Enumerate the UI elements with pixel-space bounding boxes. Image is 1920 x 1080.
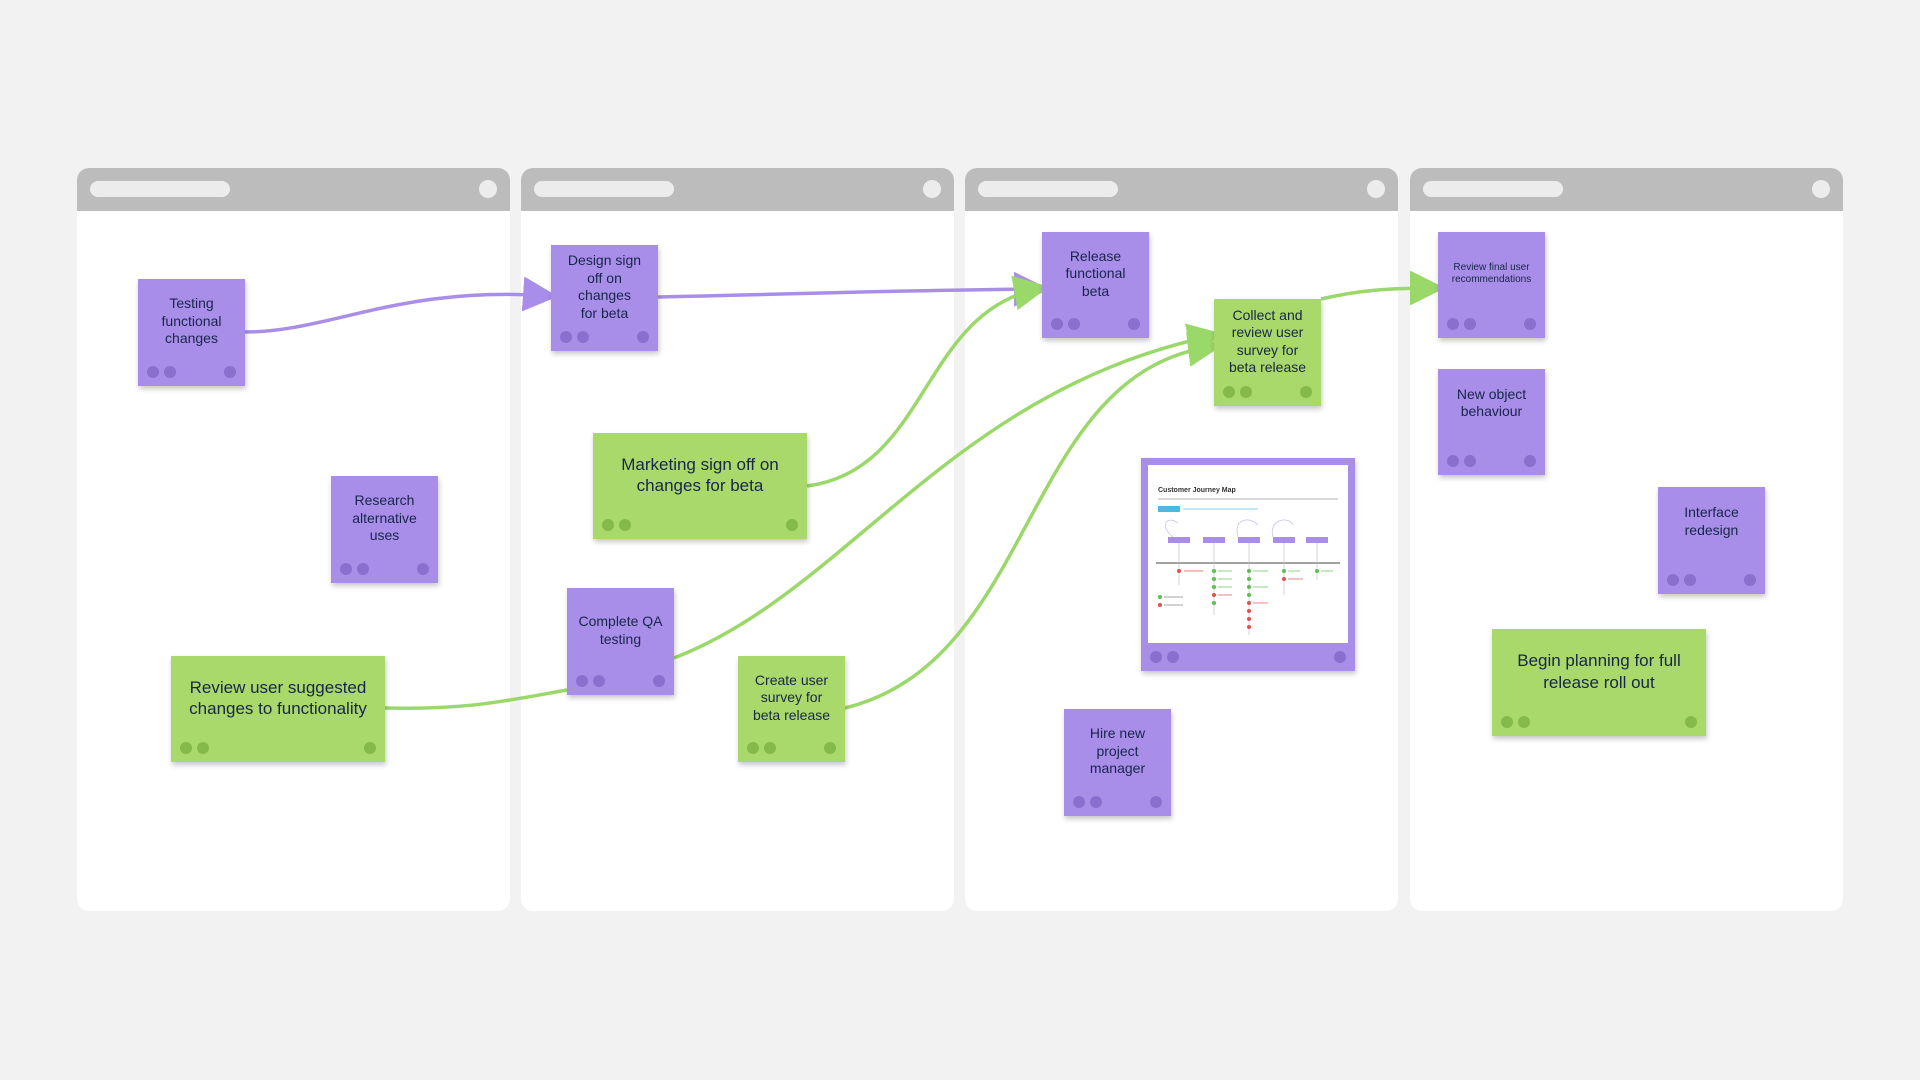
embedded-board-card-customer-journey-map[interactable]: Customer Journey Map	[1141, 458, 1355, 671]
note-avatar-icon	[764, 742, 776, 754]
note-avatar-icon	[576, 675, 588, 687]
note-menu-icon[interactable]	[824, 742, 836, 754]
note-avatar-icon	[747, 742, 759, 754]
note-text: Design sign off on changes for beta	[567, 252, 642, 321]
note-menu-icon[interactable]	[1150, 796, 1162, 808]
note-avatar-icon	[1068, 318, 1080, 330]
sticky-note-interface-redesign[interactable]: Interface redesign	[1658, 487, 1765, 594]
note-text: Release functional beta	[1065, 247, 1126, 299]
note-text: New object behaviour	[1456, 385, 1527, 420]
note-avatar-icon	[560, 331, 572, 343]
sticky-note-design-sign-off[interactable]: Design sign off on changes for beta	[551, 245, 658, 351]
note-text: Interface redesign	[1684, 504, 1739, 538]
note-text: Marketing sign off on changes for beta	[621, 454, 779, 495]
note-text: Research alternative uses	[352, 492, 417, 544]
note-avatar-icon	[619, 519, 631, 531]
note-menu-icon[interactable]	[653, 675, 665, 687]
note-avatar-icon	[602, 519, 614, 531]
column-title-placeholder[interactable]	[1423, 181, 1563, 197]
note-text: Create user survey for beta release	[752, 671, 831, 723]
sticky-note-new-object-behaviour[interactable]: New object behaviour	[1438, 369, 1545, 475]
note-avatar-icon	[1667, 574, 1679, 586]
note-avatar-icon	[593, 675, 605, 687]
note-menu-icon[interactable]	[364, 742, 376, 754]
note-avatar-icon	[357, 563, 369, 575]
note-avatar-icon	[340, 563, 352, 575]
note-text: Testing functional changes	[161, 295, 222, 347]
note-menu-icon[interactable]	[1524, 455, 1536, 467]
note-avatar-icon	[1150, 651, 1162, 663]
sticky-note-collect-review-survey[interactable]: Collect and review user survey for beta …	[1214, 299, 1321, 406]
sticky-note-create-user-survey[interactable]: Create user survey for beta release	[738, 656, 845, 762]
sticky-note-complete-qa-testing[interactable]: Complete QA testing	[567, 588, 674, 695]
note-menu-icon[interactable]	[1300, 386, 1312, 398]
note-avatar-icon	[147, 366, 159, 378]
note-avatar-icon	[1518, 716, 1530, 728]
sticky-note-release-functional-beta[interactable]: Release functional beta	[1042, 232, 1149, 338]
note-menu-icon[interactable]	[786, 519, 798, 531]
note-avatar-icon	[1501, 716, 1513, 728]
sticky-note-research-alternative-uses[interactable]: Research alternative uses	[331, 476, 438, 583]
note-text: Begin planning for full release roll out	[1517, 651, 1681, 692]
note-menu-icon[interactable]	[1744, 574, 1756, 586]
note-menu-icon[interactable]	[1128, 318, 1140, 330]
column-title-placeholder[interactable]	[90, 181, 230, 197]
note-avatar-icon	[1240, 386, 1252, 398]
column-menu-icon[interactable]	[479, 180, 497, 198]
journey-map-preview-graphic	[1156, 498, 1340, 635]
board-preview-thumbnail[interactable]: Customer Journey Map	[1148, 465, 1348, 643]
note-avatar-icon	[1223, 386, 1235, 398]
column-menu-icon[interactable]	[1367, 180, 1385, 198]
column-header[interactable]	[521, 168, 954, 211]
note-menu-icon[interactable]	[1524, 318, 1536, 330]
sticky-note-marketing-sign-off[interactable]: Marketing sign off on changes for beta	[593, 433, 807, 539]
note-avatar-icon	[577, 331, 589, 343]
note-avatar-icon	[164, 366, 176, 378]
column-menu-icon[interactable]	[923, 180, 941, 198]
sticky-note-review-user-suggested-changes[interactable]: Review user suggested changes to functio…	[171, 656, 385, 762]
column-header[interactable]	[77, 168, 510, 211]
note-avatar-icon	[1464, 455, 1476, 467]
column-title-placeholder[interactable]	[978, 181, 1118, 197]
column-header[interactable]	[1410, 168, 1843, 211]
column-menu-icon[interactable]	[1812, 180, 1830, 198]
column-title-placeholder[interactable]	[534, 181, 674, 197]
sticky-note-begin-planning[interactable]: Begin planning for full release roll out	[1492, 629, 1706, 736]
note-menu-icon[interactable]	[1334, 651, 1346, 663]
note-text: Review user suggested changes to functio…	[189, 677, 367, 718]
note-avatar-icon	[1051, 318, 1063, 330]
note-avatar-icon	[1684, 574, 1696, 586]
note-menu-icon[interactable]	[417, 563, 429, 575]
note-avatar-icon	[1447, 455, 1459, 467]
sticky-note-testing-functional-changes[interactable]: Testing functional changes	[138, 279, 245, 386]
sticky-note-hire-project-manager[interactable]: Hire new project manager	[1064, 709, 1171, 816]
note-text: Review final user recommendations	[1451, 261, 1532, 286]
note-avatar-icon	[1090, 796, 1102, 808]
note-avatar-icon	[197, 742, 209, 754]
note-text: Hire new project manager	[1089, 725, 1146, 777]
note-avatar-icon	[180, 742, 192, 754]
note-menu-icon[interactable]	[1685, 716, 1697, 728]
note-avatar-icon	[1073, 796, 1085, 808]
note-avatar-icon	[1464, 318, 1476, 330]
preview-title: Customer Journey Map	[1158, 487, 1236, 494]
column-header[interactable]	[965, 168, 1398, 211]
note-menu-icon[interactable]	[637, 331, 649, 343]
note-avatar-icon	[1167, 651, 1179, 663]
note-text: Collect and review user survey for beta …	[1228, 306, 1307, 376]
note-avatar-icon	[1447, 318, 1459, 330]
note-menu-icon[interactable]	[224, 366, 236, 378]
sticky-note-review-final-recommendations[interactable]: Review final user recommendations	[1438, 232, 1545, 338]
note-text: Complete QA testing	[578, 613, 663, 647]
